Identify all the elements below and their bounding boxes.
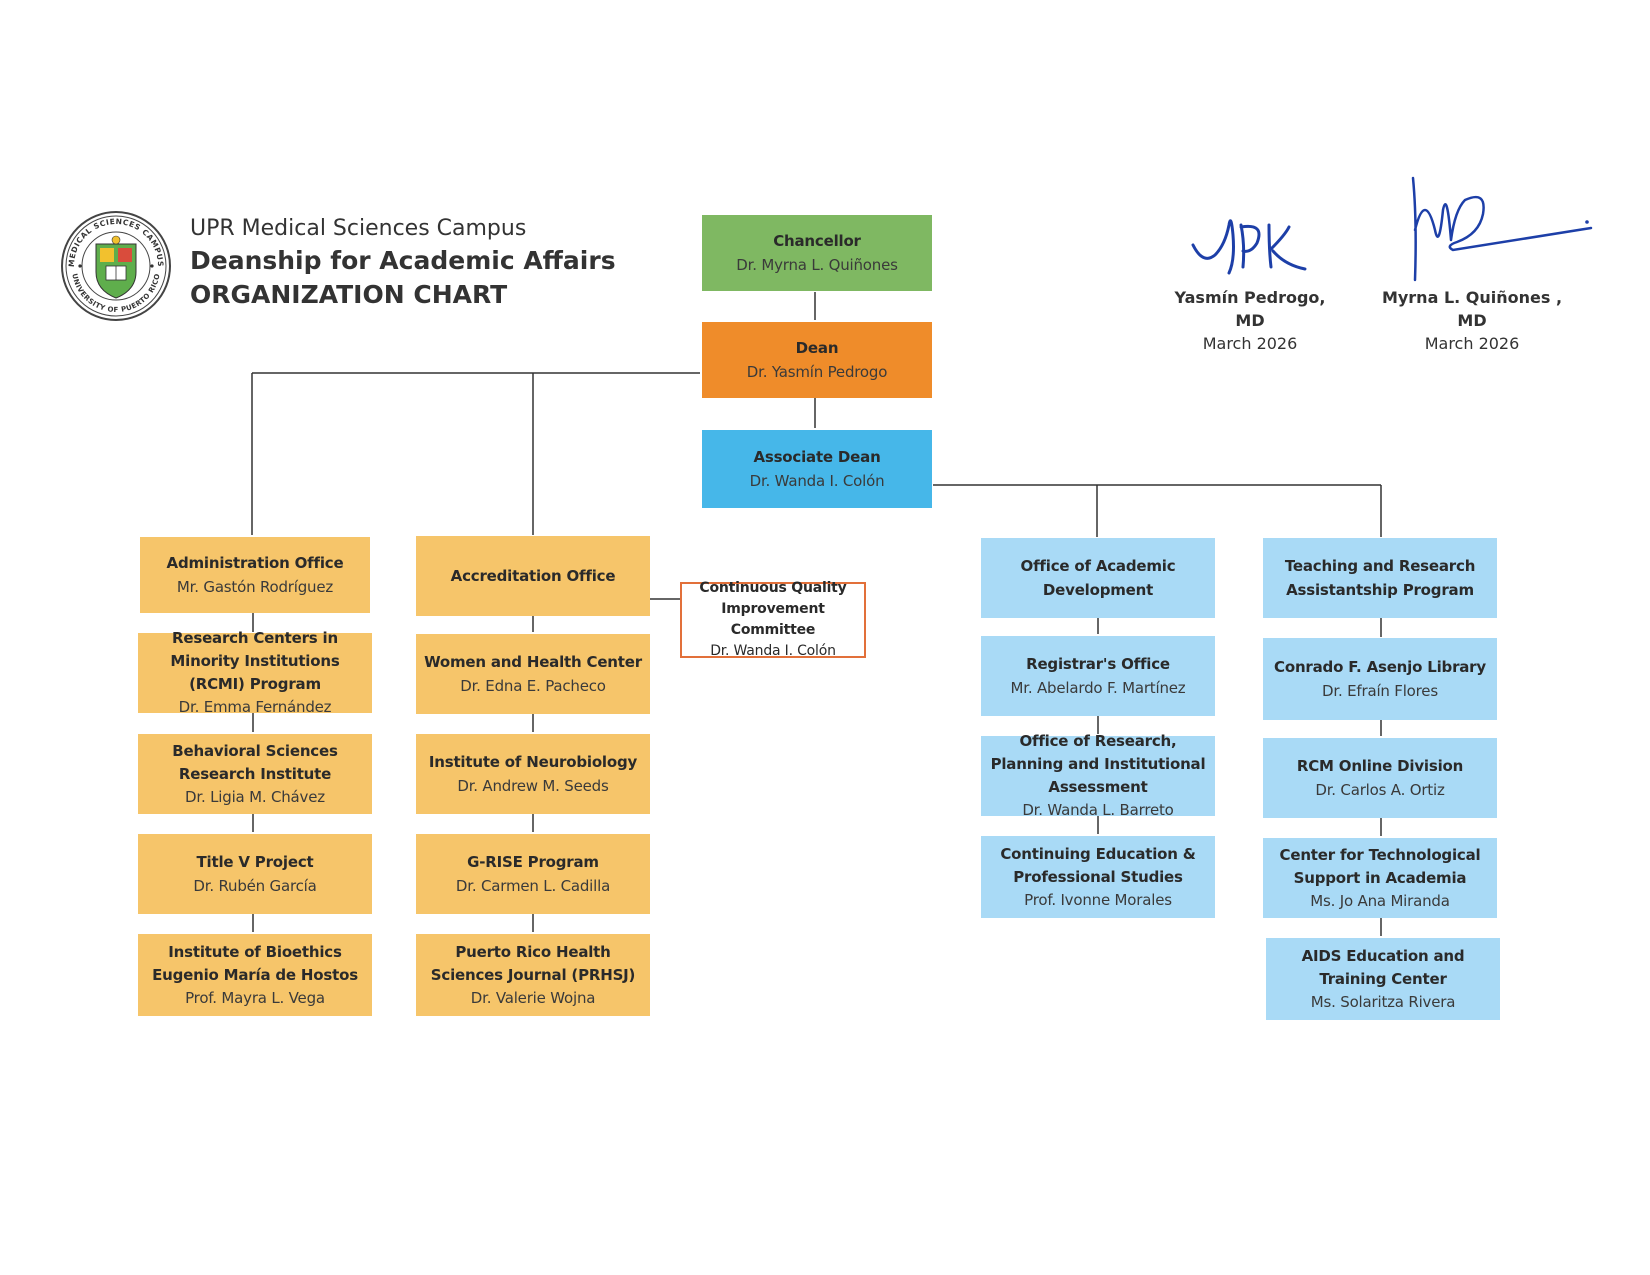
chancellor-box: Chancellor Dr. Myrna L. Quiñones bbox=[702, 215, 932, 291]
signature-date: March 2026 bbox=[1424, 334, 1520, 353]
signer-name: Myrna L. Quiñones , MD bbox=[1381, 288, 1563, 330]
unit-institute-of-neurobiology: Institute of Neurobiology Dr. Andrew M. … bbox=[416, 734, 650, 814]
box-person: Dr. Andrew M. Seeds bbox=[457, 777, 609, 795]
unit-registrars-office: Registrar's Office Mr. Abelardo F. Martí… bbox=[981, 636, 1215, 716]
box-title: Women and Health Center bbox=[424, 653, 642, 671]
unit-behavioral-sciences: Behavioral Sciences Research Institute D… bbox=[138, 734, 372, 814]
box-person: Dr. Ligia M. Chávez bbox=[185, 787, 325, 806]
box-person: Ms. Solaritza Rivera bbox=[1310, 992, 1456, 1011]
box-person: Ms. Jo Ana Miranda bbox=[1310, 891, 1450, 910]
box-title: G-RISE Program bbox=[467, 853, 599, 871]
box-title: Office of Academic Development bbox=[1020, 557, 1176, 599]
box-person: Dr. Efraín Flores bbox=[1322, 682, 1438, 700]
box-title: Behavioral Sciences Research Institute bbox=[172, 741, 338, 783]
university-seal: MEDICAL SCIENCES CAMPUS UNIVERSITY OF PU… bbox=[61, 211, 171, 321]
box-title: RCM Online Division bbox=[1296, 757, 1464, 775]
box-title: Institute of Neurobiology bbox=[428, 753, 638, 771]
box-person: Dr. Wanda I. Colón bbox=[749, 472, 885, 490]
box-title: AIDS Education and Training Center bbox=[1301, 946, 1465, 988]
box-person: Dr. Wanda I. Colón bbox=[710, 643, 836, 659]
box-person: Mr. Gastón Rodríguez bbox=[176, 578, 334, 596]
box-title: Accreditation Office bbox=[450, 567, 616, 585]
unit-rcmi-program: Research Centers in Minority Institution… bbox=[138, 629, 372, 716]
unit-continuous-quality-committee: Continuous Quality Improvement Committee… bbox=[680, 580, 866, 659]
box-title: Registrar's Office bbox=[1026, 655, 1170, 673]
box-title: Research Centers in Minority Institution… bbox=[170, 629, 340, 693]
dean-box: Dean Dr. Yasmín Pedrogo bbox=[702, 322, 932, 398]
chart-title: ORGANIZATION CHART bbox=[190, 280, 508, 309]
box-title: Chancellor bbox=[773, 232, 861, 250]
box-title: Administration Office bbox=[166, 554, 344, 572]
unit-office-of-research-planning: Office of Research, Planning and Institu… bbox=[981, 732, 1215, 819]
unit-prhsj: Puerto Rico Health Sciences Journal (PRH… bbox=[416, 934, 650, 1016]
box-title: Dean bbox=[795, 339, 839, 357]
box-title: Continuing Education & Professional Stud… bbox=[1000, 844, 1196, 886]
box-title: Teaching and Research Assistantship Prog… bbox=[1284, 557, 1476, 599]
unit-title-v-project: Title V Project Dr. Rubén García bbox=[138, 834, 372, 914]
campus-name: UPR Medical Sciences Campus bbox=[190, 216, 527, 241]
box-person: Dr. Rubén García bbox=[193, 877, 317, 895]
unit-women-and-health-center: Women and Health Center Dr. Edna E. Pach… bbox=[416, 634, 650, 714]
box-title: Institute of Bioethics Eugenio María de … bbox=[152, 942, 358, 984]
box-title: Continuous Quality Improvement Committee bbox=[699, 580, 847, 638]
box-title: Center for Technological Support in Acad… bbox=[1279, 845, 1481, 887]
box-person: Dr. Wanda L. Barreto bbox=[1022, 801, 1174, 819]
box-person: Prof. Ivonne Morales bbox=[1024, 890, 1172, 909]
unit-aids-education-training: AIDS Education and Training Center Ms. S… bbox=[1266, 938, 1500, 1020]
unit-center-technological-support: Center for Technological Support in Acad… bbox=[1263, 838, 1497, 918]
unit-administration-office: Administration Office Mr. Gastón Rodrígu… bbox=[140, 537, 370, 613]
box-person: Dr. Carmen L. Cadilla bbox=[455, 877, 611, 895]
signature-pedrogo bbox=[1191, 219, 1307, 275]
chart-header: UPR Medical Sciences Campus Deanship for… bbox=[190, 214, 616, 312]
unit-continuing-education: Continuing Education & Professional Stud… bbox=[981, 836, 1215, 918]
box-title: Office of Research, Planning and Institu… bbox=[990, 732, 1206, 796]
box-person: Mr. Abelardo F. Martínez bbox=[1010, 679, 1186, 697]
box-person: Dr. Edna E. Pacheco bbox=[460, 677, 606, 695]
associate-dean-box: Associate Dean Dr. Wanda I. Colón bbox=[702, 430, 932, 508]
box-person: Dr. Emma Fernández bbox=[178, 698, 332, 716]
deanship-name: Deanship for Academic Affairs bbox=[190, 246, 616, 275]
signer-name: Yasmín Pedrogo, MD bbox=[1174, 288, 1326, 330]
box-title: Conrado F. Asenjo Library bbox=[1274, 658, 1486, 676]
unit-accreditation-office: Accreditation Office bbox=[416, 536, 650, 616]
box-title: Title V Project bbox=[196, 853, 314, 871]
box-title: Puerto Rico Health Sciences Journal (PRH… bbox=[430, 942, 636, 984]
unit-institute-of-bioethics: Institute of Bioethics Eugenio María de … bbox=[138, 934, 372, 1016]
box-person: Dr. Yasmín Pedrogo bbox=[746, 363, 888, 381]
unit-teaching-research-assistantship: Teaching and Research Assistantship Prog… bbox=[1263, 538, 1497, 618]
signature-quinones bbox=[1411, 176, 1593, 282]
signature-date: March 2026 bbox=[1202, 334, 1298, 353]
box-person: Dr. Valerie Wojna bbox=[470, 988, 596, 1007]
unit-conrado-asenjo-library: Conrado F. Asenjo Library Dr. Efraín Flo… bbox=[1263, 638, 1497, 720]
unit-g-rise-program: G-RISE Program Dr. Carmen L. Cadilla bbox=[416, 834, 650, 914]
box-person: Prof. Mayra L. Vega bbox=[185, 988, 325, 1007]
box-person: Dr. Carlos A. Ortiz bbox=[1315, 781, 1445, 799]
signature-block-quinones: Myrna L. Quiñones , MD March 2026 bbox=[1372, 286, 1572, 355]
box-person: Dr. Myrna L. Quiñones bbox=[736, 256, 898, 274]
box-title: Associate Dean bbox=[753, 448, 881, 466]
signature-block-pedrogo: Yasmín Pedrogo, MD March 2026 bbox=[1160, 286, 1340, 355]
unit-office-of-academic-development: Office of Academic Development bbox=[981, 538, 1215, 618]
unit-rcm-online-division: RCM Online Division Dr. Carlos A. Ortiz bbox=[1263, 738, 1497, 818]
